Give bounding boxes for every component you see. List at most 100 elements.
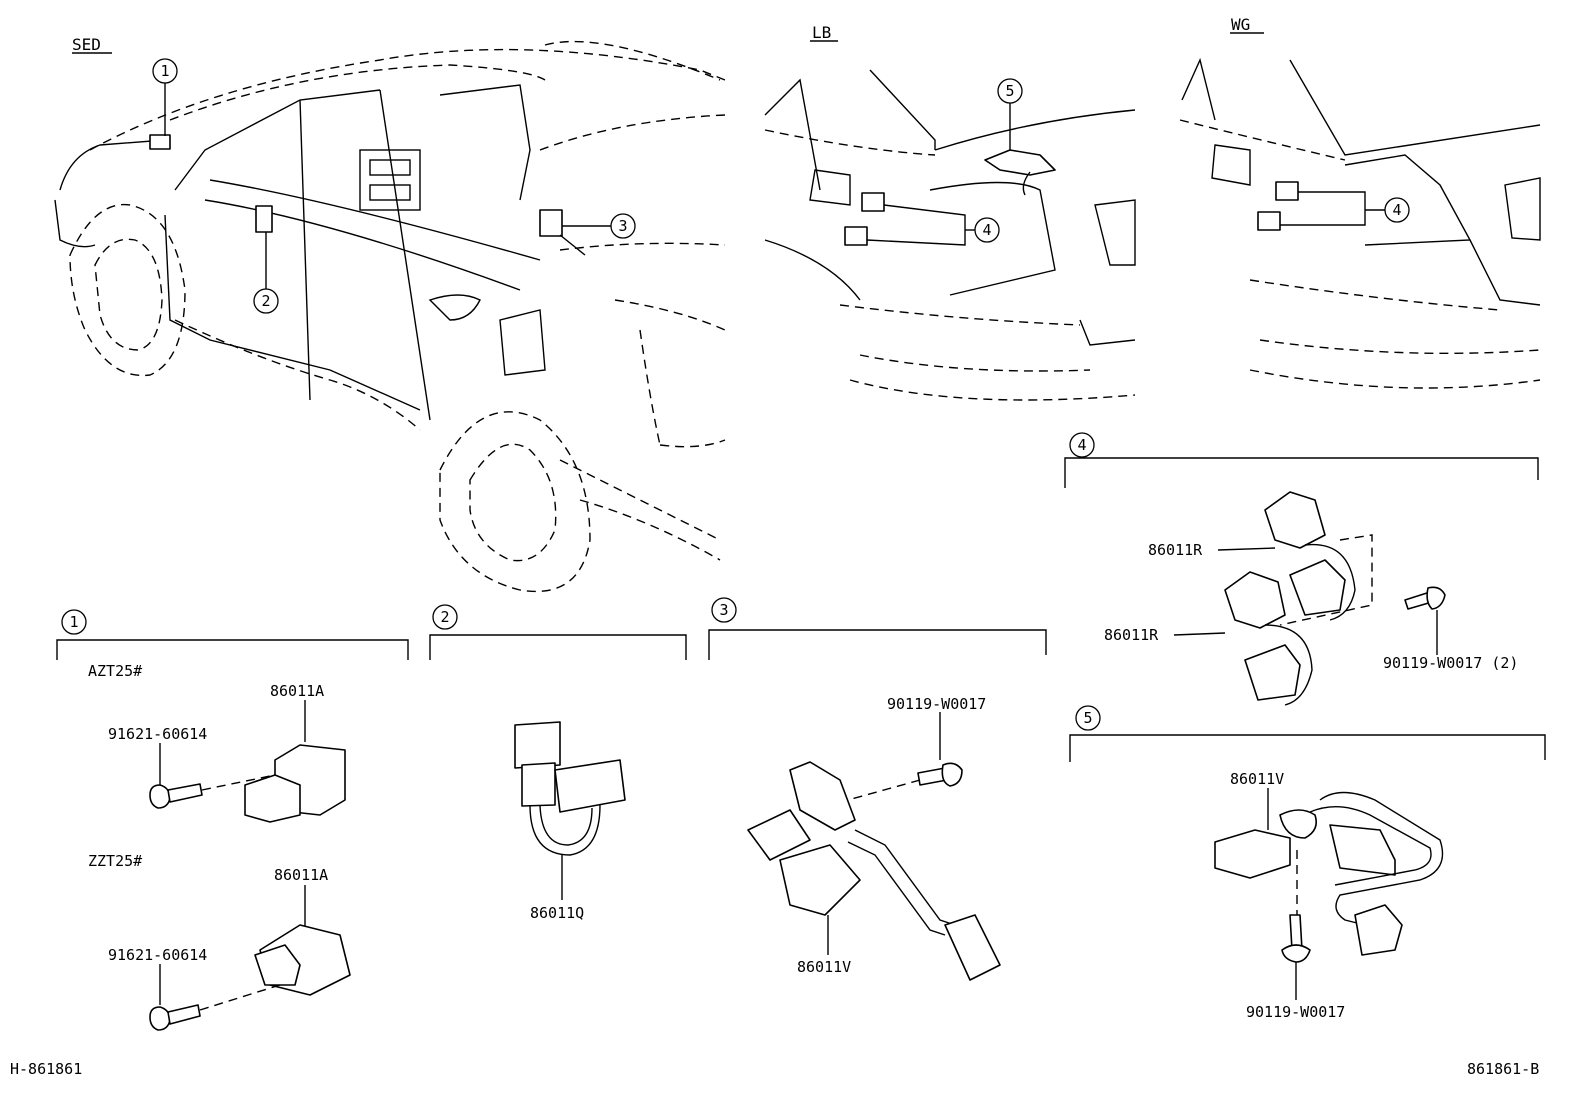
harness-wire	[847, 841, 946, 936]
callout-circle	[152, 58, 178, 84]
harness-connector	[1354, 904, 1403, 956]
section-number: 2	[440, 608, 449, 626]
screw-number: 91621-60614	[108, 725, 207, 743]
section-circle	[711, 597, 737, 623]
a-pillar	[174, 89, 381, 191]
screw-head	[941, 762, 963, 787]
section-1: 1 AZT25# 86011A 91621-60614 ZZT25# 86011…	[56, 609, 409, 1031]
body-outline	[869, 69, 936, 150]
connector-3-location	[539, 209, 563, 237]
wagon-view: WG 4	[1179, 15, 1541, 389]
footer-code-right: 861861-B	[1467, 1060, 1539, 1078]
body-outline	[169, 64, 546, 121]
part-number: 86011A	[274, 866, 328, 884]
body-outline	[764, 78, 821, 191]
connector-4-location	[861, 192, 885, 212]
body-outline	[539, 114, 726, 151]
section-circle	[1075, 705, 1101, 731]
section-number: 3	[719, 601, 728, 619]
roof-edge	[934, 109, 1136, 151]
part-number: 86011A	[270, 682, 324, 700]
section-bracket	[708, 629, 1047, 660]
variant-label-sed: SED	[72, 35, 101, 54]
body-outline	[559, 459, 721, 541]
section-number: 4	[1077, 436, 1086, 454]
bumper-line	[849, 379, 1136, 401]
connector-3-wire	[559, 234, 586, 256]
part-number: 86011R	[1104, 626, 1159, 644]
screw-head	[1426, 586, 1446, 610]
connector-upper	[514, 721, 561, 769]
rear-window	[439, 84, 531, 201]
bumper-line	[1249, 279, 1501, 311]
body-outline	[764, 239, 861, 301]
harness-wire	[854, 829, 956, 926]
callout-number: 1	[160, 62, 169, 80]
connector-4-location	[1257, 211, 1281, 231]
callout-number: 3	[618, 217, 627, 235]
body-outline	[544, 40, 721, 81]
sedan-view: SED	[54, 35, 726, 593]
connector-1-location	[149, 134, 171, 150]
section-2: 2 86011Q	[429, 604, 687, 922]
part-number: 86011R	[1148, 541, 1203, 559]
screw-number: 90119-W0017	[1246, 1003, 1345, 1021]
section-circle	[1069, 432, 1095, 458]
variant-label-lb: LB	[812, 23, 831, 42]
connector-5-wire	[1022, 171, 1031, 196]
part-number: 86011V	[797, 958, 851, 976]
rocker	[174, 319, 421, 431]
relay-connector	[254, 944, 301, 986]
relay-connector	[244, 774, 301, 823]
connector-4-location	[844, 226, 868, 246]
fuel-lid	[1211, 144, 1251, 186]
c-pillar	[379, 89, 431, 421]
bumper-line	[859, 354, 1091, 372]
tail-lamp	[1504, 177, 1541, 241]
body-outline	[579, 499, 721, 561]
wire-loop	[529, 804, 601, 856]
hood-line	[59, 139, 166, 191]
variant-label-wg: WG	[1231, 15, 1250, 34]
tailgate	[929, 181, 1056, 296]
connector-body	[521, 762, 556, 807]
body-outline	[89, 48, 726, 151]
section-5: 5 86011V 90119-W0017	[1069, 705, 1546, 1021]
relay-86011R	[1289, 559, 1346, 616]
callout-number: 4	[982, 221, 991, 239]
roof-edge	[1289, 59, 1541, 156]
callout-bracket	[1280, 191, 1366, 226]
footer-code-left: H-861861	[10, 1060, 82, 1078]
callout-circle	[1384, 197, 1410, 223]
screw-number: 90119-W0017 (2)	[1383, 654, 1518, 672]
relay-86011R	[1244, 644, 1301, 701]
body-outline	[1179, 119, 1346, 161]
wire-loop	[1304, 543, 1356, 621]
bumper-line	[1249, 369, 1541, 389]
assembly-line	[199, 984, 281, 1011]
connector-86011V	[747, 809, 811, 861]
bumper-line	[1259, 339, 1541, 355]
screw-shaft	[167, 1004, 201, 1025]
dash-line	[209, 179, 541, 261]
callout-circle	[253, 288, 279, 314]
tail-lamp	[1094, 199, 1136, 266]
body-outline	[1469, 239, 1541, 306]
liftback-view: LB 4 5	[764, 23, 1136, 401]
harness-wire	[1309, 806, 1432, 886]
section-4: 4 86011R 86011R 90119-W0017 (2)	[1064, 432, 1539, 706]
connector-5-location	[984, 149, 1056, 176]
wire-loop	[1264, 624, 1313, 706]
section-circle	[61, 609, 87, 635]
front-wheel	[69, 203, 186, 377]
part-number: 86011V	[1230, 770, 1284, 788]
connector-86011R	[1264, 491, 1326, 549]
bumper-line	[1079, 319, 1136, 346]
mounting-bracket	[1279, 809, 1318, 839]
connector-86011V	[1214, 829, 1291, 879]
door-sill	[164, 214, 421, 411]
dash-console	[359, 149, 421, 211]
body-outline	[614, 299, 726, 331]
rear-wheel-hub	[469, 443, 557, 562]
seat-outline	[428, 294, 481, 321]
